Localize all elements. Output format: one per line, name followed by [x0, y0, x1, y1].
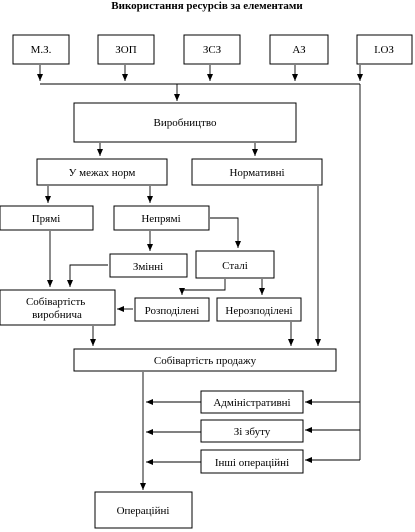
- resource-ioz-box: І.ОЗ: [356, 34, 413, 65]
- svg-text:Нерозподілені: Нерозподілені: [225, 305, 292, 317]
- direct-box: Прямі: [0, 205, 94, 231]
- resource-az-box: АЗ: [269, 34, 329, 65]
- resource-mz-box: М.З.: [12, 34, 70, 65]
- production-cost-label: Собівартість: [26, 296, 85, 308]
- fixed-box: Сталі: [195, 250, 275, 279]
- diagram-title: Використання ресурсів за елементами: [111, 0, 303, 12]
- connectors: [37, 65, 363, 490]
- svg-text:І.ОЗ: І.ОЗ: [374, 44, 394, 56]
- indirect-box: Непрямі: [113, 205, 210, 231]
- svg-text:Адміністративні: Адміністративні: [213, 397, 290, 409]
- svg-text:Виробництво: Виробництво: [154, 117, 217, 129]
- operating-box: Операційні: [94, 491, 193, 529]
- production-box: Виробництво: [73, 102, 297, 143]
- svg-text:Змінні: Змінні: [133, 261, 163, 273]
- administrative-box: Адміністративні: [200, 390, 304, 414]
- svg-text:Сталі: Сталі: [222, 260, 248, 272]
- resource-zop-box: ЗОП: [97, 34, 155, 65]
- resource-zsz-box: ЗСЗ: [183, 34, 241, 65]
- svg-text:Собівартість виробнича: Собівартість виробнича: [26, 296, 88, 321]
- unallocated-box: Нерозподілені: [216, 297, 302, 322]
- variable-box: Змінні: [109, 253, 188, 278]
- svg-text:Інші операційні: Інші операційні: [215, 457, 289, 469]
- svg-text:Прямі: Прямі: [32, 213, 61, 225]
- allocated-box: Розподілені: [134, 297, 210, 322]
- normative-box: Нормативні: [191, 158, 323, 186]
- svg-text:Непрямі: Непрямі: [141, 213, 180, 225]
- selling-box: Зі збуту: [200, 419, 304, 443]
- svg-text:АЗ: АЗ: [292, 44, 306, 56]
- other-operating-box: Інші операційні: [200, 449, 304, 474]
- within-norms-box: У межах норм: [36, 158, 168, 186]
- svg-text:М.З.: М.З.: [31, 44, 52, 56]
- svg-text:Собівартість продажу: Собівартість продажу: [154, 355, 257, 367]
- svg-text:ЗОП: ЗОП: [115, 44, 136, 56]
- production-cost-box: Собівартість виробнича: [0, 289, 116, 326]
- svg-text:Операційні: Операційні: [117, 505, 170, 517]
- svg-text:Розподілені: Розподілені: [145, 305, 200, 317]
- svg-text:Нормативні: Нормативні: [229, 167, 284, 179]
- production-cost-label-line2: виробнича: [32, 309, 82, 321]
- svg-text:У межах норм: У межах норм: [69, 167, 136, 179]
- svg-text:Зі збуту: Зі збуту: [234, 426, 271, 438]
- sales-cost-box: Собівартість продажу: [73, 348, 337, 372]
- svg-text:ЗСЗ: ЗСЗ: [203, 44, 222, 56]
